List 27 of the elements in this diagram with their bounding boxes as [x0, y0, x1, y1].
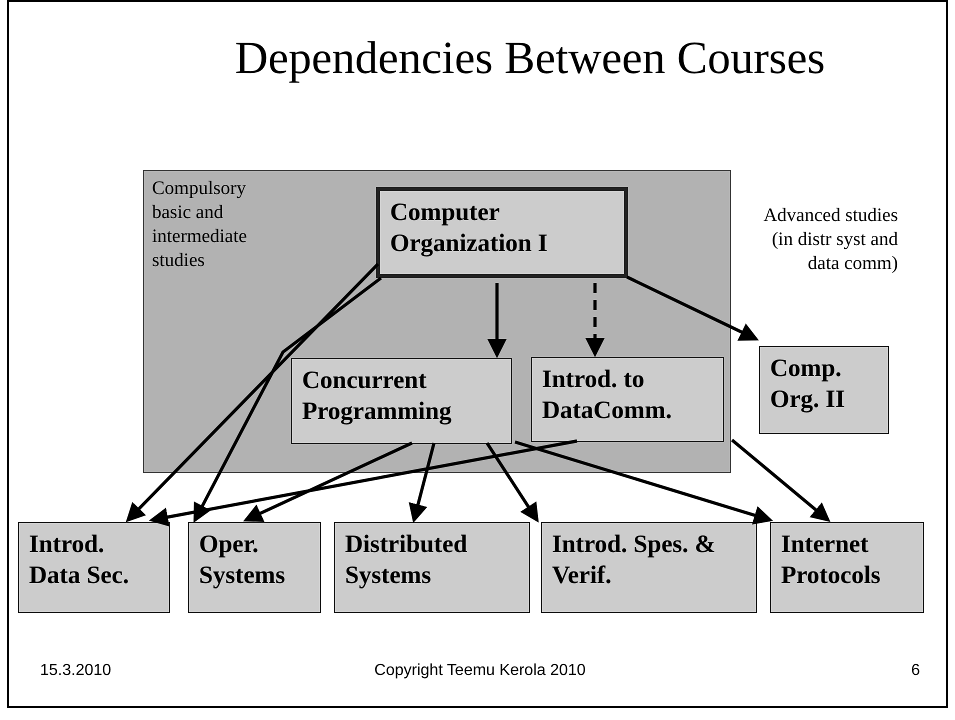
course-box: Oper. Systems [188, 522, 321, 613]
group-label: Compulsory basic and intermediate studies [152, 177, 248, 273]
arrow [514, 440, 774, 524]
arrow [626, 276, 759, 341]
arrow [487, 283, 507, 358]
course-box: Comp. Org. II [759, 346, 889, 434]
course-box: Concurrent Programming [291, 358, 512, 444]
course-box: Distributed Systems [334, 522, 530, 613]
arrow [486, 442, 539, 523]
page-number: 6 [910, 662, 920, 680]
copyright-footer: Copyright Teemu Kerola 2010 [300, 662, 660, 680]
date-footer: 15.3.2010 [40, 662, 112, 680]
arrow [126, 262, 380, 522]
slide-title: Dependencies Between Courses [234, 31, 826, 85]
arrow [243, 442, 413, 522]
course-box: Introd. to DataComm. [531, 357, 724, 442]
course-box: Introd. Spes. & Verif. [541, 522, 757, 613]
course-box: Introd. Data Sec. [18, 522, 170, 613]
arrow [194, 276, 382, 523]
course-box: Computer Organization I [376, 187, 628, 278]
arrow [148, 439, 578, 527]
group-panel [143, 170, 731, 473]
course-box: Internet Protocols [770, 522, 924, 613]
arrow [730, 438, 830, 522]
arrow [585, 283, 605, 358]
advanced-studies-label: Advanced studies (in distr syst and data comm) [762, 204, 898, 276]
arrow [408, 442, 436, 524]
